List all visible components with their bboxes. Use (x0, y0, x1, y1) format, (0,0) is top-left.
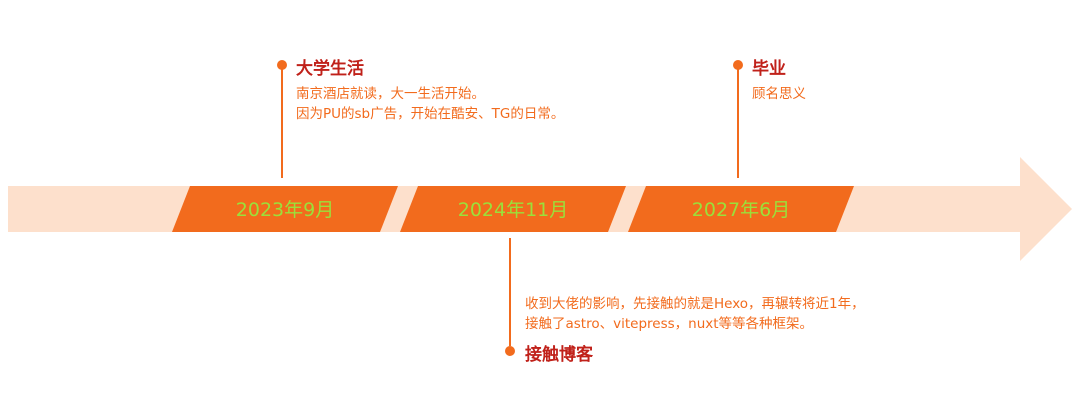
segment-date-3: 2027年6月 (691, 199, 791, 221)
segment-date-1: 2023年9月 (235, 199, 335, 221)
timeline-segment-3 (628, 186, 854, 232)
event-2-marker-dot (505, 346, 515, 356)
event-1-title: 大学生活 (296, 59, 364, 79)
event-2-description: 收到大佬的影响，先接触的就是Hexo，再辗转将近1年， 接触了astro、vit… (525, 294, 865, 334)
event-1-stem (281, 66, 283, 178)
event-1-marker-dot (277, 60, 287, 70)
event-3-title: 毕业 (752, 59, 786, 79)
event-3-stem (737, 66, 739, 178)
event-3-desc-line-1: 顾名思义 (752, 86, 806, 102)
event-3-description: 顾名思义 (752, 84, 806, 104)
event-2-desc-line-2: 接触了astro、vitepress，nuxt等等各种框架。 (525, 316, 814, 332)
event-1-description: 南京酒店就读，大一生活开始。 因为PU的sb广告，开始在酷安、TG的日常。 (296, 84, 564, 124)
timeline-segment-1 (172, 186, 398, 232)
segment-date-2: 2024年11月 (457, 199, 569, 221)
timeline-segment-2 (400, 186, 626, 232)
event-2-title: 接触博客 (525, 345, 593, 365)
event-1-desc-line-2: 因为PU的sb广告，开始在酷安、TG的日常。 (296, 106, 565, 122)
event-2-stem (509, 238, 511, 346)
event-3-marker-dot (733, 60, 743, 70)
event-2-desc-line-1: 收到大佬的影响，先接触的就是Hexo，再辗转将近1年， (525, 296, 865, 312)
event-1-desc-line-1: 南京酒店就读，大一生活开始。 (296, 86, 485, 102)
